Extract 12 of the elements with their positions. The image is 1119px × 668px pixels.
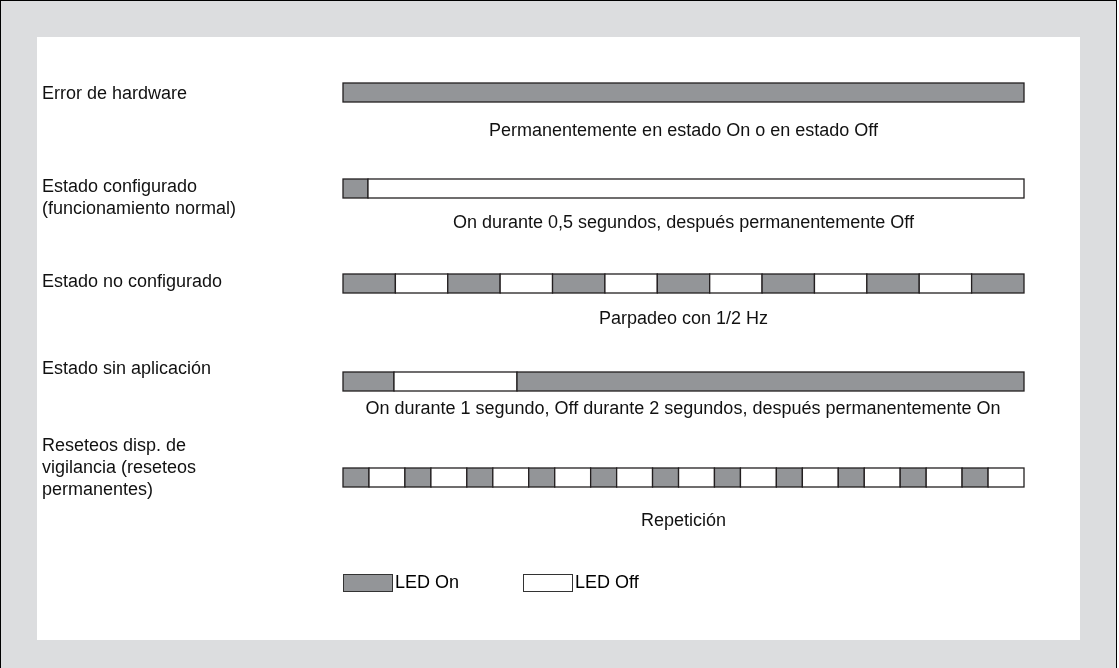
state-label: Estado sin aplicación — [42, 357, 213, 379]
state-label: Error de hardware — [42, 82, 189, 104]
state-label: Estado configurado (funcionamiento normal) — [42, 175, 238, 219]
state-label: Reseteos disp. de vigilancia (reseteos permanentes) — [42, 434, 198, 500]
description-text: Parpadeo con 1/2 Hz — [597, 307, 770, 329]
description-text: On durante 0,5 segundos, después permanentemente Off — [452, 211, 915, 233]
state-label: Estado no configurado — [42, 270, 224, 292]
description-text: On durante 1 segundo, Off durante 2 segundos, después permanentemente On — [364, 397, 1002, 419]
description-text: Repetición — [639, 509, 728, 531]
legend-label: LED Off — [575, 572, 639, 593]
description-text: Permanentemente en estado On o en estado Off — [488, 119, 879, 141]
legend-label: LED On — [395, 572, 460, 593]
